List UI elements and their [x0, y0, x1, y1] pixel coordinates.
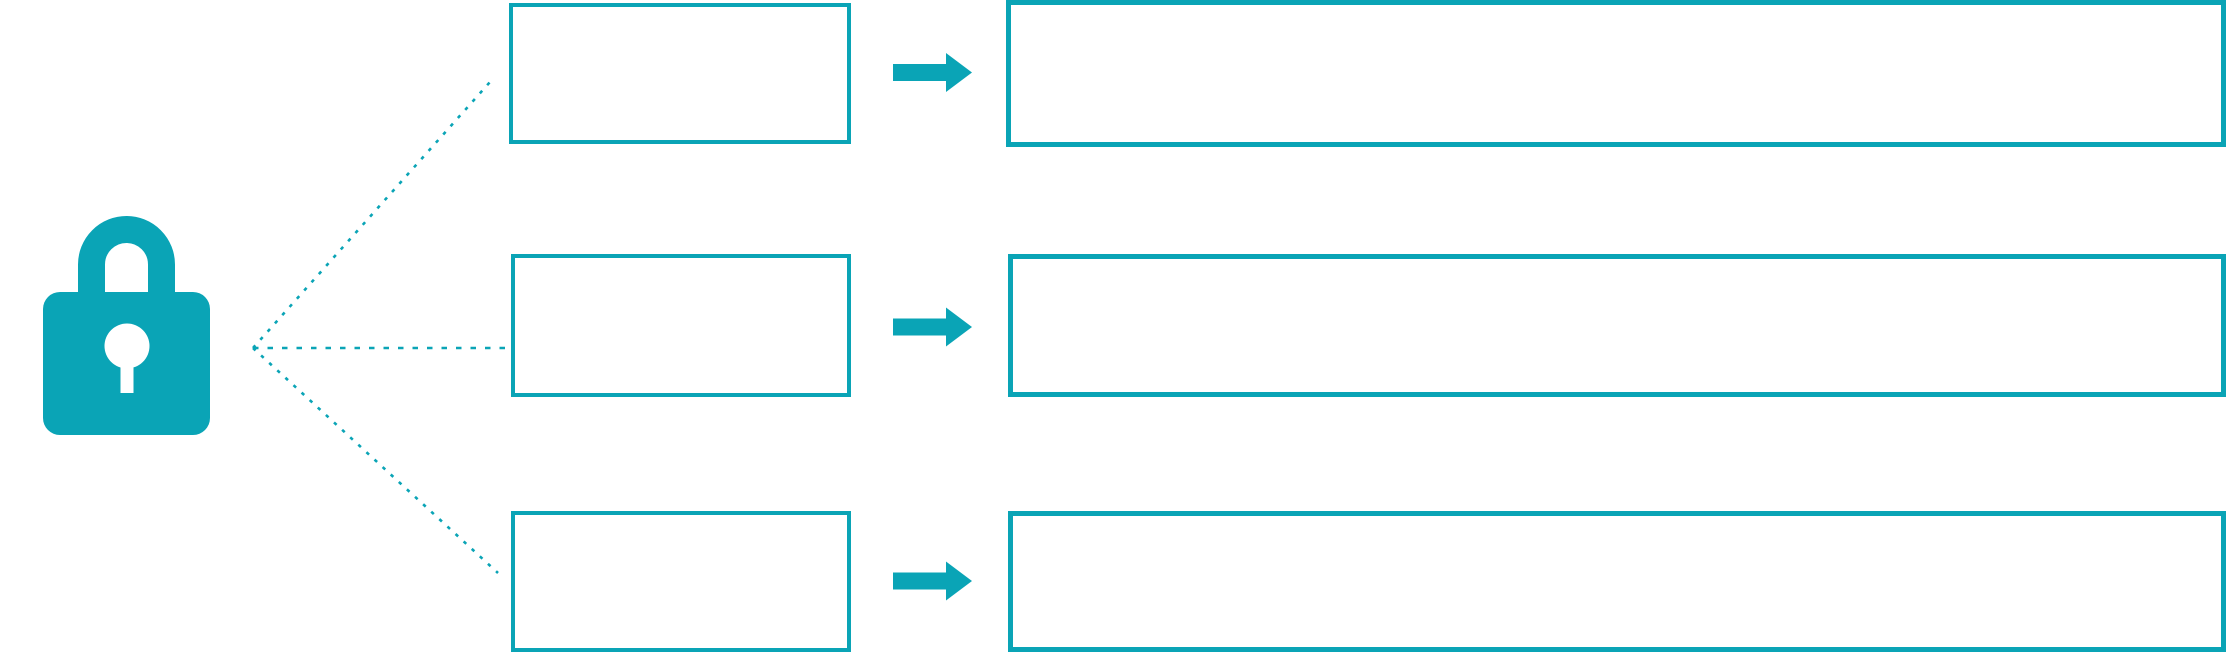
row1-small-box — [509, 3, 851, 144]
connector-line-bottom — [252, 347, 499, 574]
right-arrow-icon — [893, 561, 972, 601]
right-arrow-icon — [893, 307, 972, 347]
padlock-icon — [43, 216, 210, 435]
row2-small-box — [511, 254, 851, 397]
connector-line-top — [252, 81, 491, 349]
right-arrow-icon — [893, 53, 972, 92]
row3-large-box — [1008, 511, 2226, 652]
row3-small-box — [511, 511, 851, 652]
row1-large-box — [1006, 0, 2226, 147]
row2-large-box — [1008, 254, 2226, 397]
